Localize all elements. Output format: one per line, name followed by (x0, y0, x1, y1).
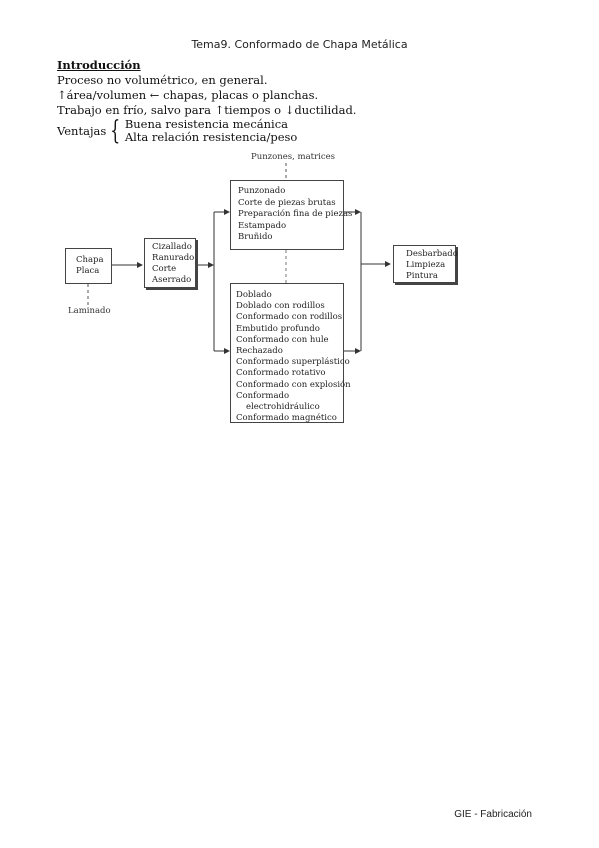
intro-line-2: ↑área/volumen ← chapas, placas o plancha… (57, 88, 319, 102)
box-item: Corte (152, 264, 177, 274)
box-item: Ranurado (152, 253, 195, 263)
box-item: Desbarbado (406, 249, 458, 259)
ventajas-brace: { (110, 116, 121, 146)
page-header-title: Tema9. Conformado de Chapa Metálica (191, 38, 408, 51)
finishing-processes-box: Desbarbado Limpieza Pintura (393, 245, 458, 283)
cutting-processes-box: Cizallado Ranurado Corte Aserrado (144, 238, 196, 288)
box-item: Cizallado (152, 242, 192, 252)
box-item: Embutido profundo (236, 323, 320, 334)
box-item: electrohidráulico (246, 402, 320, 413)
ventaja-item: Buena resistencia mecánica (124, 117, 289, 131)
box-item: Conformado rotativo (236, 368, 326, 379)
box-item: Chapa (76, 255, 104, 265)
box-item: Conformado con hule (236, 334, 329, 345)
box-item: Limpieza (406, 260, 446, 270)
diagram-bottom-label: Laminado (68, 306, 111, 316)
ventajas-group: Ventajas { Buena resistencia mecánica Al… (57, 116, 577, 146)
ventajas-label: Ventajas (57, 123, 107, 138)
box-item: Conformado magnético (236, 413, 337, 424)
box-item: Conformado con explosión (236, 379, 351, 390)
box-item: Preparación fina de piezas (238, 209, 353, 219)
box-item: Conformado (236, 390, 290, 401)
diagram-top-label: Punzones, matrices (251, 152, 336, 162)
box-item: Estampado (238, 220, 287, 231)
box-item: Conformado con rodillos (236, 312, 343, 323)
page-footer: GIE - Fabricación (454, 809, 532, 820)
box-item: Placa (76, 266, 100, 276)
ventaja-item: Alta relación resistencia/peso (124, 130, 298, 144)
box-item: Rechazado (236, 346, 283, 357)
lower-processes-box: Doblado Doblado con rodillos Conformado … (230, 283, 351, 424)
intro-line-1: Proceso no volumétrico, en general. (57, 73, 268, 87)
intro-line-3: Trabajo en frío, salvo para ↑tiempos o ↓… (57, 103, 357, 117)
box-item: Doblado con rodillos (236, 301, 325, 312)
box-item: Pintura (406, 271, 438, 281)
chapa-placa-box: Chapa Placa (65, 248, 112, 284)
introduction-heading: Introducción (57, 58, 141, 72)
introduction-section: Introducción Proceso no volumétrico, en … (57, 58, 577, 144)
box-item: Bruñido (238, 232, 273, 242)
box-item: Doblado (236, 290, 272, 300)
box-item: Conformado superplástico (236, 357, 350, 368)
upper-processes-box: Punzonado Corte de piezas brutas Prepara… (230, 180, 353, 250)
box-item: Aserrado (152, 275, 192, 285)
box-item: Corte de piezas brutas (238, 197, 336, 208)
ventajas-items: Buena resistencia mecánica Alta relación… (125, 118, 298, 144)
box-item: Punzonado (238, 186, 286, 196)
